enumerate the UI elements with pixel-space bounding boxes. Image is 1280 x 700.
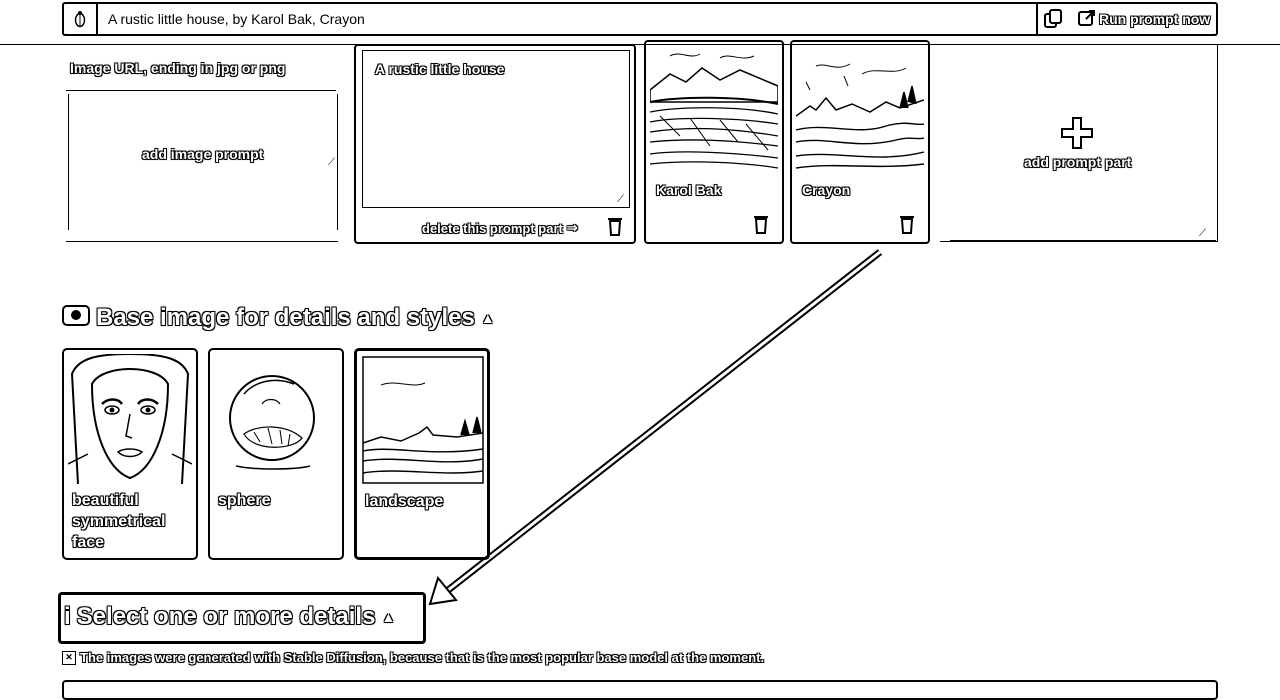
prompt-input[interactable] [98, 4, 1036, 34]
style-prompt-part[interactable]: Crayon [790, 40, 930, 244]
notice-text: The images were generated with Stable Di… [80, 650, 765, 665]
add-prompt-part-area[interactable]: add prompt part ⟋ [940, 44, 1218, 242]
landscape-thumbnail [361, 355, 485, 485]
add-prompt-part-label: add prompt part [1024, 154, 1132, 170]
chevron-up-icon[interactable]: ▲ [480, 309, 495, 326]
chevron-up-icon[interactable]: ▲ [381, 609, 396, 625]
artist-thumbnail [650, 46, 778, 172]
details-section-title: i Select one or more details ▲ [64, 603, 395, 631]
image-url-underline [66, 90, 336, 91]
base-card-sphere[interactable]: sphere [208, 348, 344, 560]
run-prompt-label: Run prompt now [1099, 11, 1211, 27]
trash-icon[interactable] [896, 212, 918, 236]
image-part-underline [66, 241, 338, 242]
artist-label: Karol Bak [656, 182, 722, 198]
resize-handle-icon[interactable]: ⟋ [328, 157, 335, 168]
details-title-text: Select one or more details [76, 603, 376, 630]
face-thumbnail [67, 352, 193, 485]
resize-handle-icon[interactable]: ⟋ [1199, 228, 1206, 239]
base-card-landscape[interactable]: landscape [354, 348, 490, 560]
top-rule [0, 44, 1280, 45]
resize-handle-icon[interactable]: ⟋ [617, 194, 624, 205]
trash-icon[interactable] [604, 214, 626, 238]
stable-diffusion-notice: ✕ The images were generated with Stable … [62, 650, 764, 665]
base-card-label: sphere [218, 492, 271, 509]
delete-prompt-part[interactable]: delete this prompt part ⇒ [422, 220, 578, 236]
bar-divider [1036, 4, 1038, 34]
base-card-label: landscape [365, 493, 444, 510]
text-prompt-textarea[interactable]: A rustic little house ⟋ [362, 50, 630, 208]
delete-label: delete this prompt part [422, 220, 563, 236]
prompt-bar [62, 2, 1218, 36]
image-prompt-part: Image URL, ending in jpg or png add imag… [66, 58, 338, 242]
image-url-placeholder[interactable]: Image URL, ending in jpg or png [70, 60, 286, 76]
external-link-icon [1078, 9, 1096, 30]
arrow-right-icon: ⇒ [566, 220, 578, 235]
info-icon: i [64, 603, 71, 630]
text-prompt-part: A rustic little house ⟋ delete this prom… [354, 44, 636, 244]
text-prompt-value: A rustic little house [375, 61, 505, 77]
close-icon[interactable]: ✕ [62, 650, 76, 665]
style-label: Crayon [802, 182, 851, 198]
trash-icon[interactable] [750, 212, 772, 236]
add-part-underline [950, 240, 1216, 241]
artist-prompt-part[interactable]: Karol Bak [644, 40, 784, 244]
arrow-annotation [428, 249, 883, 606]
details-title-highlight [58, 592, 426, 644]
copy-icon[interactable] [1042, 8, 1064, 30]
run-prompt-button[interactable]: Run prompt now [1078, 8, 1210, 30]
bug-icon[interactable] [64, 4, 98, 34]
base-card-label: beautiful symmetrical face [72, 492, 166, 551]
plus-icon [1060, 116, 1094, 155]
base-image-section-title: Base image for details and styles ▲ [62, 302, 495, 333]
details-list-container [62, 680, 1218, 700]
style-thumbnail [796, 46, 924, 172]
sphere-thumbnail [214, 354, 338, 484]
base-card-face[interactable]: beautiful symmetrical face [62, 348, 198, 560]
base-image-title-text: Base image for details and styles [96, 303, 475, 331]
add-image-prompt[interactable]: add image prompt [142, 146, 264, 162]
camera-icon [62, 302, 90, 333]
image-drop-area[interactable] [68, 94, 338, 230]
